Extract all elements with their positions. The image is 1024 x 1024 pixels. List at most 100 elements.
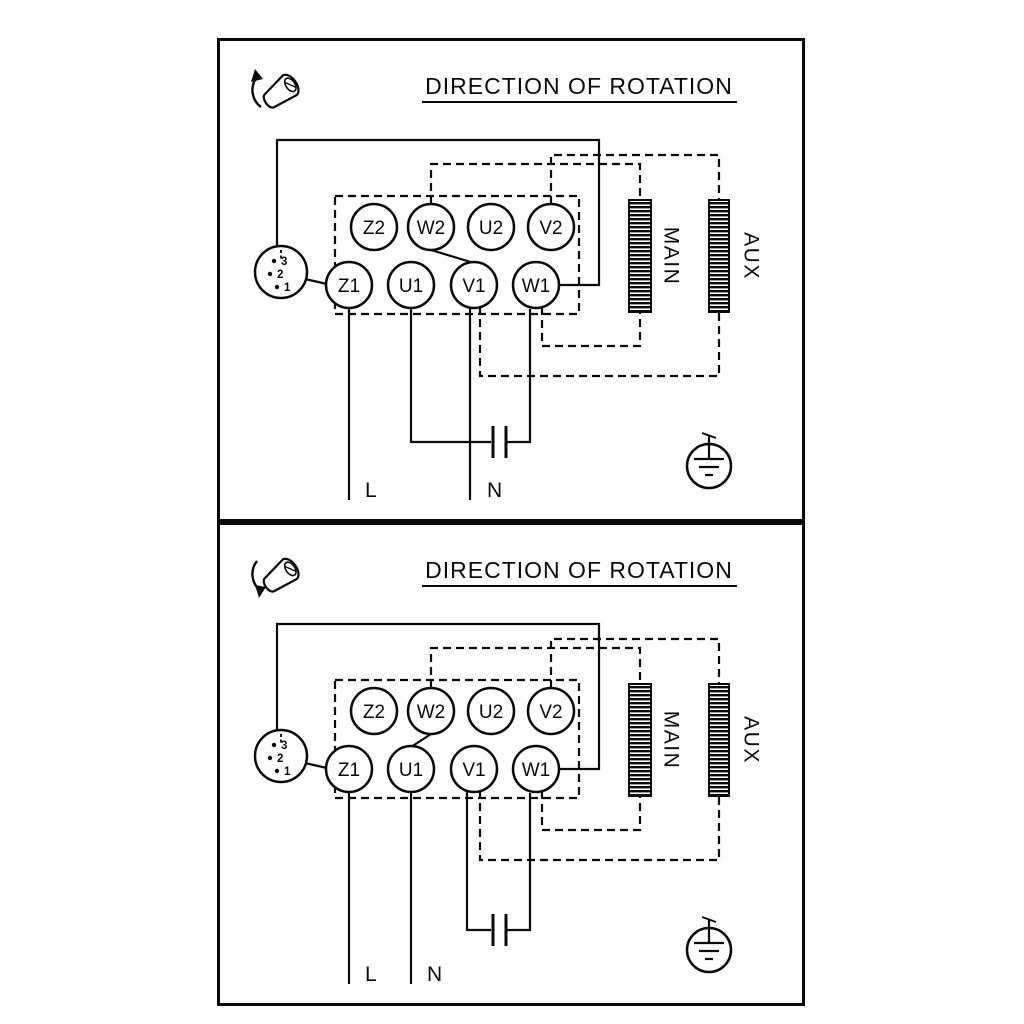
selector-dot-2 — [267, 271, 273, 277]
selector-label-3: 3 — [281, 740, 287, 752]
selector-label-1: 1 — [284, 282, 291, 294]
terminal-z2-circle — [349, 686, 399, 736]
wire-v2-to-aux-top — [549, 637, 721, 688]
terminal-z1-label: Z1 — [338, 760, 360, 781]
terminal-v1-label: V1 — [462, 276, 485, 297]
terminal-v1: V1 — [449, 260, 499, 310]
wire-capacitor-left — [465, 790, 491, 932]
line-label: L — [365, 963, 377, 986]
terminal-w2-label: W2 — [417, 218, 446, 239]
wire-v2-to-aux-top — [549, 153, 721, 204]
main-winding-label: MAIN — [659, 711, 682, 770]
wire-selector-to-z1 — [304, 761, 328, 770]
main-winding-label: MAIN — [659, 227, 682, 286]
terminal-v1-circle — [449, 744, 499, 794]
terminal-u2-circle — [466, 202, 516, 252]
selector-circle — [253, 244, 309, 300]
terminal-w2-circle — [406, 686, 456, 736]
wire-bridge-w2-u1 — [410, 733, 432, 748]
terminal-z1-circle — [324, 260, 374, 310]
terminal-z1-circle — [324, 744, 374, 794]
capacitor — [491, 914, 508, 946]
wire-capacitor-right — [507, 309, 532, 444]
panel-border — [217, 38, 805, 522]
terminal-u2-label: U2 — [479, 702, 503, 723]
selector-label-2: 2 — [277, 753, 283, 765]
wire-selector-to-z1 — [304, 277, 328, 286]
wire-w2-to-main-top — [429, 646, 642, 688]
terminal-u1-circle — [386, 744, 436, 794]
terminal-u1: U1 — [386, 744, 436, 794]
terminal-w2: W2 — [406, 202, 456, 252]
terminal-w1-circle — [511, 744, 561, 794]
rotation-direction-icon — [251, 557, 300, 598]
terminal-w1: W1 — [511, 744, 561, 794]
wire-selector-to-w1 — [275, 622, 601, 771]
wire-capacitor-left — [409, 307, 491, 444]
terminal-w1-label: W1 — [522, 760, 551, 781]
terminal-u1-label: U1 — [399, 760, 423, 781]
aux-winding-coil — [708, 199, 730, 313]
terminal-u2-label: U2 — [479, 218, 503, 239]
terminal-w1-circle — [511, 260, 561, 310]
aux-winding: AUX — [708, 683, 762, 797]
terminal-w2: W2 — [406, 686, 456, 736]
main-winding: MAIN — [628, 199, 682, 313]
terminal-z2-label: Z2 — [363, 218, 385, 239]
wire-v1-to-aux-bottom — [478, 306, 721, 378]
selector-label-1: 1 — [284, 766, 291, 778]
terminal-block-outline — [333, 194, 581, 316]
terminal-z2: Z2 — [349, 686, 399, 736]
selector-dot-1 — [274, 768, 280, 774]
ground-stem-tick — [701, 432, 717, 439]
terminal-z1: Z1 — [324, 744, 374, 794]
neutral-label: N — [487, 479, 502, 502]
capacitor — [491, 426, 508, 458]
wire-w2-to-main-top — [429, 162, 642, 204]
selector-dot-2 — [267, 755, 273, 761]
panel-title: DIRECTION OF ROTATION — [425, 73, 733, 99]
terminal-block-outline — [333, 678, 581, 800]
selector-dot-1 — [274, 284, 280, 290]
neutral-label: N — [427, 963, 442, 986]
ground-circle — [685, 442, 733, 490]
aux-winding: AUX — [708, 199, 762, 313]
wiring — [275, 138, 721, 500]
terminal-v2: V2 — [526, 686, 576, 736]
terminal-u2: U2 — [466, 686, 516, 736]
terminal-u1-label: U1 — [399, 276, 423, 297]
terminal-z1-label: Z1 — [338, 276, 360, 297]
shaft-face-slot — [284, 565, 296, 572]
aux-winding-coil — [708, 683, 730, 797]
aux-winding-label: AUX — [739, 232, 762, 280]
panel-border — [217, 522, 805, 1006]
terminal-v2-circle — [526, 202, 576, 252]
selector-dot-3 — [271, 742, 277, 748]
terminal-v2: V2 — [526, 202, 576, 252]
main-winding-coil — [628, 683, 652, 797]
line-label: L — [365, 479, 377, 502]
terminal-u2-circle — [466, 686, 516, 736]
wire-w1-to-main-bottom — [540, 791, 642, 832]
terminal-v2-label: V2 — [539, 218, 562, 239]
terminal-z1: Z1 — [324, 260, 374, 310]
ground-symbol — [685, 432, 733, 490]
terminal-w2-circle — [406, 202, 456, 252]
wire-v1-to-aux-bottom — [478, 790, 721, 862]
selector-switch: 3 2 1 — [253, 244, 309, 300]
wire-bridge-w2-v1 — [430, 248, 475, 265]
terminal-w1-label: W1 — [522, 276, 551, 297]
terminal-v1-circle — [449, 260, 499, 310]
terminal-u2: U2 — [466, 202, 516, 252]
rotation-arrow-head — [255, 585, 266, 598]
selector-label-2: 2 — [277, 269, 283, 281]
selector-dot-3 — [271, 258, 277, 264]
terminal-w1: W1 — [511, 260, 561, 310]
main-winding: MAIN — [628, 683, 682, 797]
rotation-direction-icon — [251, 69, 300, 109]
ground-circle — [685, 926, 733, 974]
ground-symbol — [685, 916, 733, 974]
rotation-diagram-panel-bottom: DIRECTION OF ROTATION — [217, 522, 805, 1006]
panel-title: DIRECTION OF ROTATION — [425, 557, 733, 583]
